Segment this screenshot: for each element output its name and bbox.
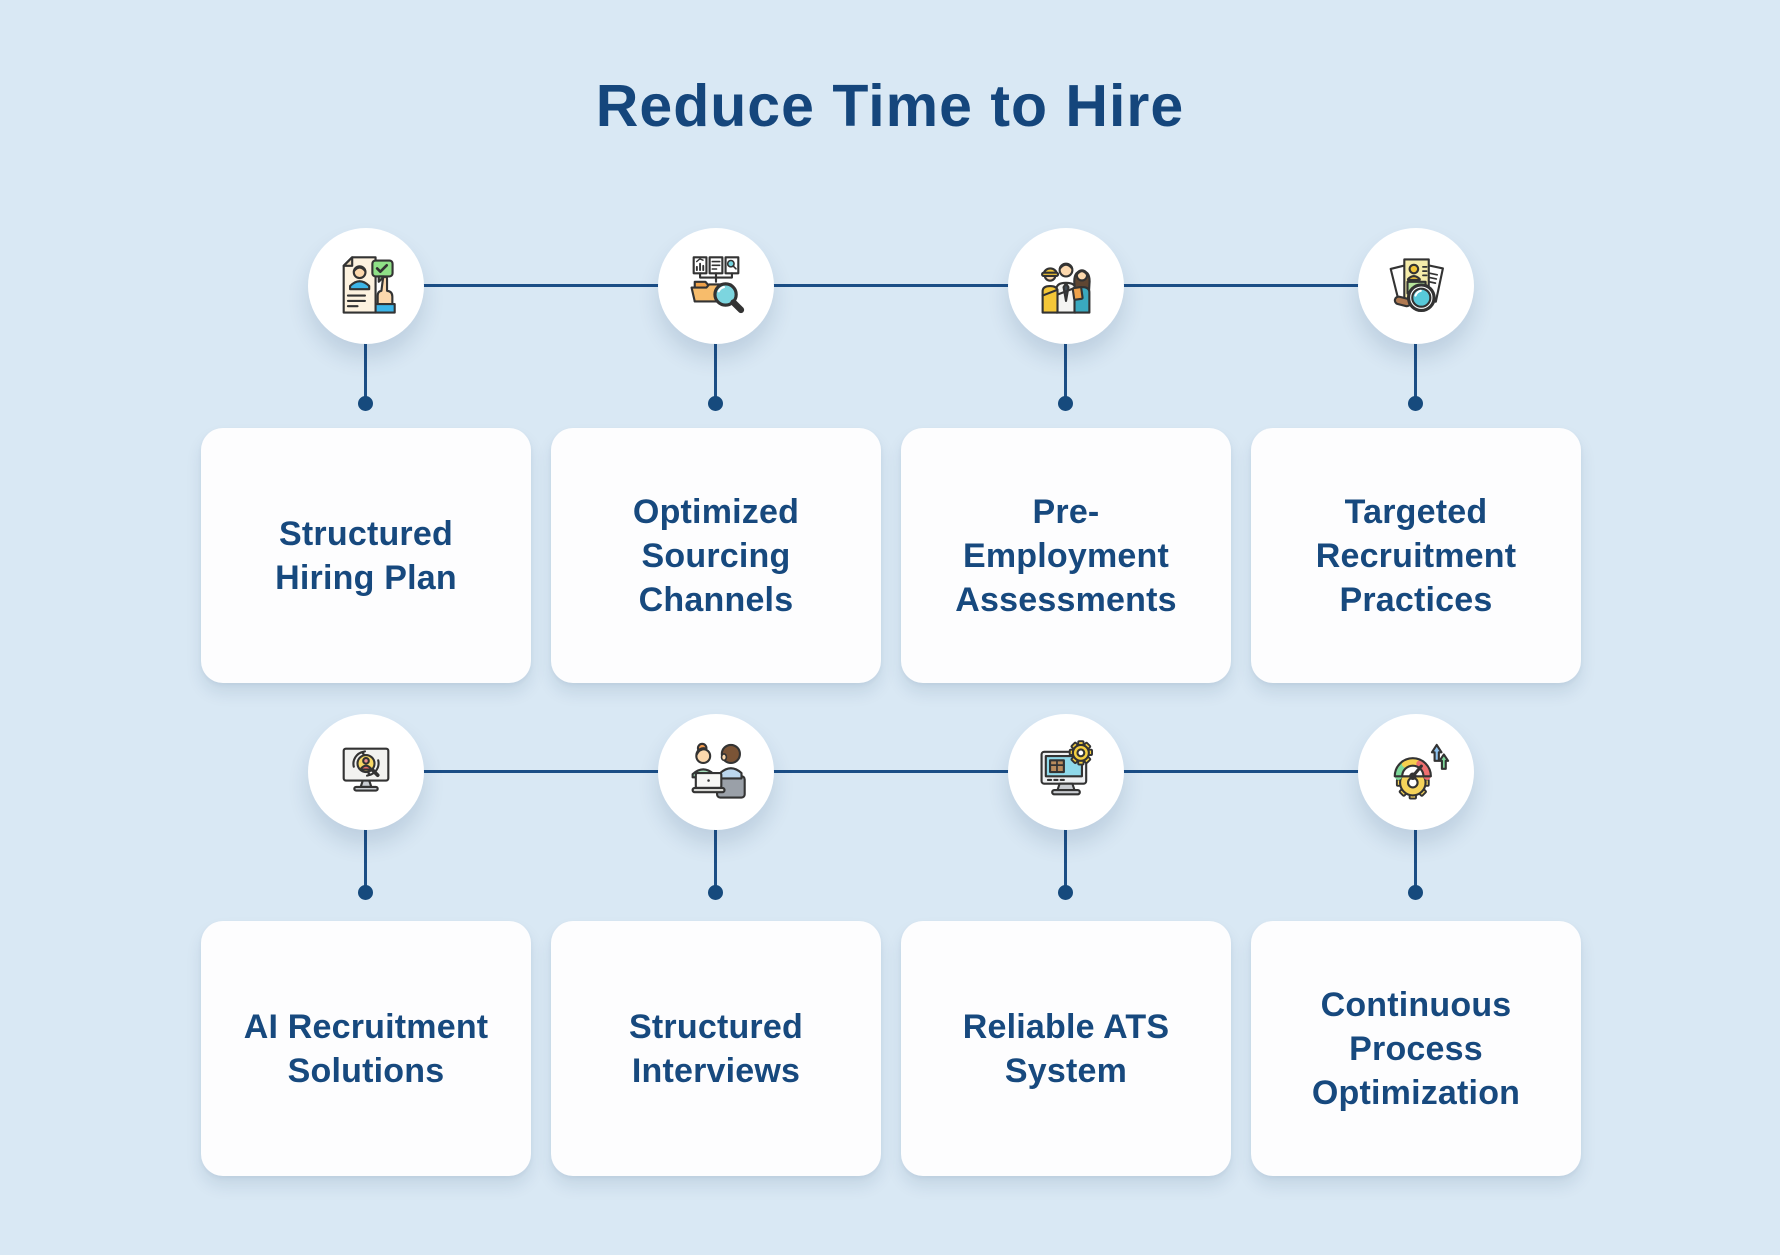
row1-connector-line: [366, 284, 1416, 287]
card-pre-employment-assessments: Pre- Employment Assessments: [901, 428, 1231, 683]
gauge-optimization-icon: [1393, 743, 1450, 800]
card-reliable-ats-system: Reliable ATS System: [901, 921, 1231, 1176]
card-label: Reliable ATS System: [962, 1007, 1170, 1090]
row2-connector-line: [366, 770, 1416, 773]
connector-stem: [1064, 828, 1067, 887]
ai-screening-monitor-icon: [342, 747, 390, 792]
icon-circle: [1008, 714, 1124, 830]
resume-approved-icon: [342, 256, 396, 314]
icon-circle: [658, 714, 774, 830]
card-ai-recruitment-solutions: AI Recruitment Solutions: [201, 921, 531, 1176]
connector-stem: [364, 828, 367, 887]
interview-people-icon: [691, 742, 746, 799]
card-optimized-sourcing-channels: Optimized Sourcing Channels: [551, 428, 881, 683]
connector-dot: [1058, 396, 1073, 411]
card-continuous-process-optimization: Continuous Process Optimization: [1251, 921, 1581, 1176]
icon-circle: [308, 228, 424, 344]
connector-dot: [1058, 885, 1073, 900]
icon-circle: [1008, 228, 1124, 344]
icon-circle: [1358, 228, 1474, 344]
card-label: Optimized Sourcing Channels: [632, 492, 800, 619]
connector-dot: [358, 396, 373, 411]
resume-magnifier-icon: [1389, 258, 1444, 313]
connector-stem: [714, 342, 717, 399]
icon-circle: [1358, 714, 1474, 830]
connector-stem: [1414, 828, 1417, 887]
icon-circle: [308, 714, 424, 830]
card-label: Pre- Employment Assessments: [955, 492, 1177, 619]
candidates-group-icon: [1041, 262, 1091, 314]
connector-stem: [714, 828, 717, 887]
page-title: Reduce Time to Hire: [595, 73, 1185, 139]
card-label: Continuous Process Optimization: [1311, 985, 1521, 1112]
ats-computer-gear-icon: [1040, 740, 1093, 796]
card-label: AI Recruitment Solutions: [243, 1007, 489, 1090]
card-label: Structured Hiring Plan: [275, 514, 457, 597]
connector-dot: [358, 885, 373, 900]
card-structured-hiring-plan: Structured Hiring Plan: [201, 428, 531, 683]
card-label: Targeted Recruitment Practices: [1315, 492, 1517, 619]
connector-stem: [364, 342, 367, 399]
sourcing-folder-search-icon: [690, 256, 745, 314]
connector-stem: [1414, 342, 1417, 399]
connector-stem: [1064, 342, 1067, 399]
card-targeted-recruitment-practices: Targeted Recruitment Practices: [1251, 428, 1581, 683]
icon-circle: [658, 228, 774, 344]
connector-dot: [1408, 885, 1423, 900]
card-structured-interviews: Structured Interviews: [551, 921, 881, 1176]
connector-dot: [1408, 396, 1423, 411]
connector-dot: [708, 885, 723, 900]
card-label: Structured Interviews: [629, 1007, 803, 1090]
connector-dot: [708, 396, 723, 411]
